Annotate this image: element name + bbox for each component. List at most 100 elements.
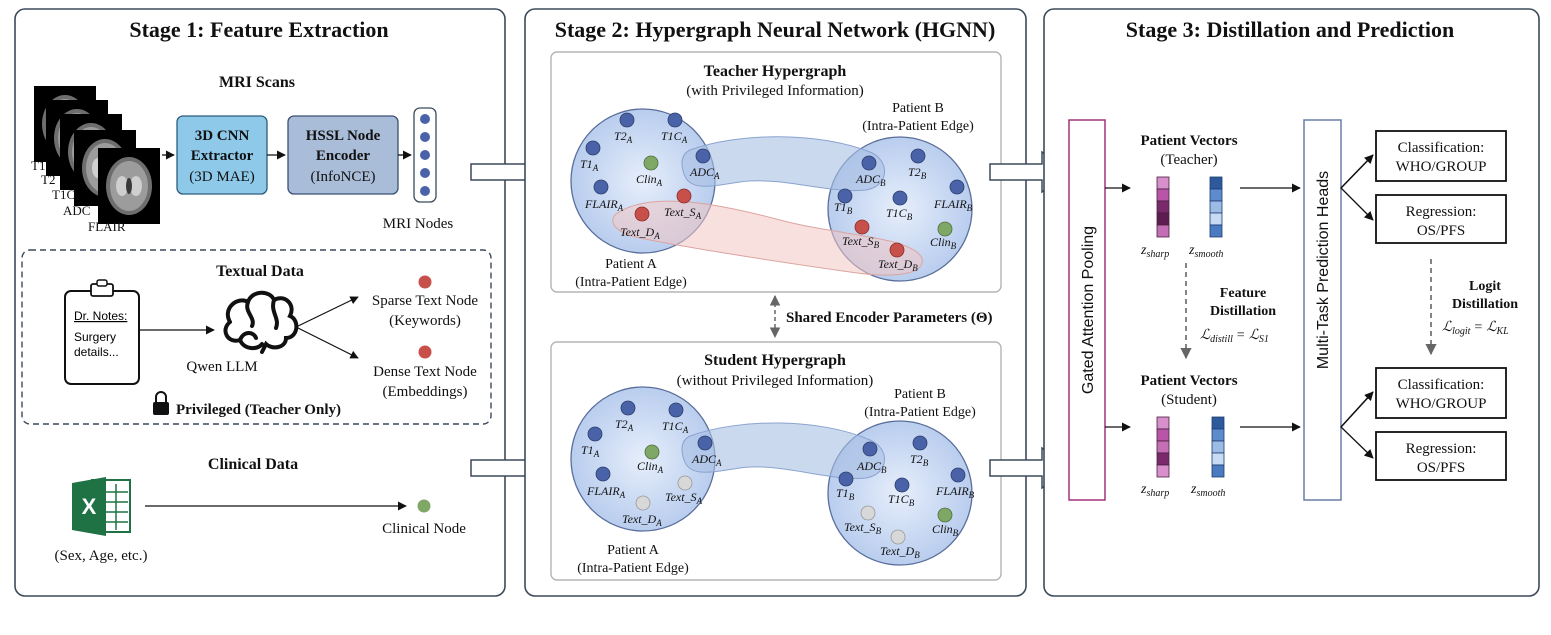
excel-letter: X (82, 494, 97, 519)
shared-params-label: Shared Encoder Parameters (Θ) (786, 310, 993, 326)
modality-t1c: T1C (52, 187, 75, 202)
stage1-title: Stage 1: Feature Extraction (129, 17, 388, 42)
svg-text:Text_DA: Text_DA (620, 225, 660, 241)
hssl-line2: Encoder (316, 148, 371, 164)
hssl-line3: (InfoNCE) (311, 169, 376, 185)
svg-text:ADCA: ADCA (689, 165, 720, 181)
student-patient-a-edge: (Intra-Patient Edge) (577, 561, 689, 576)
cnn-line3: (3D MAE) (189, 169, 254, 185)
sparse-label-2: (Keywords) (389, 313, 461, 329)
modality-adc: ADC (63, 203, 90, 218)
dense-label-1: Dense Text Node (373, 364, 477, 380)
teacher-subtitle: (with Privileged Information) (686, 83, 863, 99)
svg-text:zsharp: zsharp (1140, 243, 1169, 260)
student-b-clin (937, 507, 953, 523)
dense-label-2: (Embeddings) (383, 384, 468, 400)
svg-text:Text_DB: Text_DB (880, 544, 920, 560)
modality-t1: T1 (31, 158, 45, 173)
logit-distill-2: Distillation (1452, 297, 1518, 312)
stage2-panel: Stage 2: Hypergraph Neural Network (HGNN… (524, 8, 1027, 597)
cnn-line1: 3D CNN (195, 128, 250, 144)
teacher-regression-box (1375, 194, 1507, 244)
svg-text:Classification:: Classification: (1398, 377, 1485, 393)
feature-distill-2: Distillation (1210, 304, 1276, 319)
teacher-b-adc (861, 155, 877, 171)
clinical-data-title: Clinical Data (208, 456, 298, 473)
student-patient-b-label: Patient B (894, 387, 946, 402)
logit-distill-eq: ℒlogit= ℒKL (1442, 320, 1509, 337)
student-regression-box (1375, 431, 1507, 481)
mri-nodes-label: MRI Nodes (383, 216, 454, 232)
hssl-line1: HSSL Node (306, 128, 381, 144)
teacher-inter-edge-text (612, 200, 923, 276)
svg-text:OS/PFS: OS/PFS (1417, 223, 1465, 239)
svg-text:ADCB: ADCB (855, 172, 886, 188)
teacher-z-sharp-vector (1156, 176, 1170, 238)
svg-text:T1B: T1B (834, 200, 853, 216)
clinical-node-dot (417, 499, 431, 513)
pv-teacher-sub: (Teacher) (1160, 152, 1217, 168)
student-b-flair (950, 467, 966, 483)
student-patient-a-label: Patient A (607, 543, 660, 558)
student-title: Student Hypergraph (704, 352, 846, 369)
teacher-title: Teacher Hypergraph (704, 63, 847, 80)
svg-text:T1CA: T1CA (661, 129, 688, 145)
teacher-a-clin (643, 155, 659, 171)
svg-text:Text_SA: Text_SA (665, 490, 703, 506)
svg-text:FLAIRA: FLAIRA (584, 197, 624, 213)
svg-text:Text_SA: Text_SA (664, 205, 702, 221)
stage2-title: Stage 2: Hypergraph Neural Network (HGNN… (555, 17, 996, 42)
student-b-text-d (890, 529, 906, 545)
clipboard-icon (64, 279, 140, 385)
notes-line2: details... (74, 345, 119, 359)
clinical-fields-label: (Sex, Age, etc.) (55, 548, 148, 564)
teacher-patient-a-label: Patient A (605, 257, 658, 272)
student-a-text-s (677, 475, 693, 491)
pv-student-sub: (Student) (1161, 392, 1217, 408)
teacher-b-flair (949, 179, 965, 195)
student-z-smooth-vector (1211, 416, 1225, 478)
student-b-text-s (860, 505, 876, 521)
teacher-b-text-d (889, 242, 905, 258)
student-a-text-d (635, 495, 651, 511)
student-b-t1c (894, 477, 910, 493)
mri-scans-title: MRI Scans (219, 74, 295, 91)
svg-text:T2B: T2B (908, 165, 927, 181)
notes-header: Dr. Notes: (74, 309, 127, 323)
notes-line1: Surgery (74, 330, 116, 344)
teacher-z-smooth-vector (1209, 176, 1223, 238)
svg-text:WHO/GROUP: WHO/GROUP (1396, 159, 1487, 175)
svg-text:T1CB: T1CB (888, 492, 915, 508)
stage1-panel: Stage 1: Feature Extraction MRI Scans T1… (14, 8, 506, 597)
student-classification-box (1375, 367, 1507, 419)
svg-text:T2B: T2B (910, 452, 929, 468)
sparse-label-1: Sparse Text Node (372, 293, 478, 309)
brain-llm-icon (223, 290, 299, 354)
student-b-t1 (838, 471, 854, 487)
teacher-a-t2 (619, 112, 635, 128)
feature-distill-1: Feature (1220, 286, 1266, 301)
teacher-a-text-s (676, 188, 692, 204)
svg-text:FLAIRA: FLAIRA (586, 484, 626, 500)
svg-text:Text_DA: Text_DA (622, 512, 662, 528)
student-a-flair (595, 466, 611, 482)
modality-t2: T2 (41, 172, 55, 187)
student-a-t1 (587, 426, 603, 442)
svg-text:OS/PFS: OS/PFS (1417, 460, 1465, 476)
teacher-b-t2 (910, 148, 926, 164)
heads-label: Multi-Task Prediction Heads (1315, 171, 1332, 369)
modality-flair: FLAIR (88, 219, 126, 234)
svg-text:Regression:: Regression: (1406, 204, 1477, 220)
stage3-title: Stage 3: Distillation and Prediction (1126, 17, 1454, 42)
svg-text:Regression:: Regression: (1406, 441, 1477, 457)
sparse-text-node-dot (418, 275, 432, 289)
mri-node-dots (420, 114, 430, 196)
student-subtitle: (without Privileged Information) (677, 373, 874, 389)
student-a-t1c (668, 402, 684, 418)
teacher-patient-a-edge: (Intra-Patient Edge) (575, 275, 687, 290)
svg-text:ClinB: ClinB (930, 235, 957, 251)
logit-distill-1: Logit (1469, 279, 1501, 294)
prediction-heads-box (1303, 119, 1342, 501)
svg-text:T1A: T1A (581, 443, 600, 459)
